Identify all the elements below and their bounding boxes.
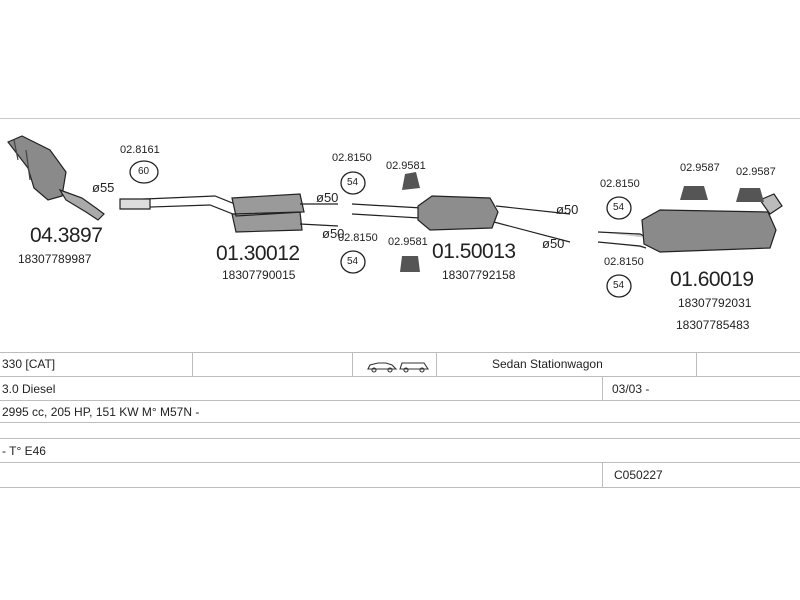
table-row bbox=[0, 422, 800, 439]
cat-diameter: ø55 bbox=[92, 180, 115, 195]
code-cell: C050227 bbox=[614, 468, 663, 482]
clamp-code: 02.8150 bbox=[332, 152, 372, 164]
table-row: C050227 bbox=[0, 462, 800, 488]
rear-inlet bbox=[597, 231, 649, 249]
front-pipe-diameter-top: ø50 bbox=[316, 190, 339, 205]
rear-oem-number-1: 18307792031 bbox=[678, 296, 752, 310]
middle-part-number: 01.50013 bbox=[432, 240, 516, 263]
clamp-code: 02.9581 bbox=[388, 236, 428, 248]
model-cell: 330 [CAT] bbox=[2, 357, 56, 371]
clamp-code: 02.9581 bbox=[386, 160, 426, 172]
column-divider bbox=[696, 353, 697, 377]
rear-tailpipe bbox=[759, 193, 783, 215]
rear-part-number: 01.60019 bbox=[670, 268, 754, 291]
middle-oem-number: 18307792158 bbox=[442, 268, 516, 282]
clamp-size: 54 bbox=[347, 177, 359, 188]
front-pipe-oem-number: 18307790015 bbox=[222, 268, 296, 282]
cat-oem-number: 18307789987 bbox=[18, 252, 92, 266]
rear-silencer bbox=[641, 209, 777, 253]
clamp-size: 54 bbox=[347, 256, 359, 267]
type-cell: - T° E46 bbox=[2, 444, 46, 458]
front-pipe-inlet bbox=[119, 198, 151, 210]
cat-part-number: 04.3897 bbox=[30, 224, 103, 247]
clamp-code: 02.8161 bbox=[120, 144, 160, 156]
top-border bbox=[0, 118, 800, 119]
body-types-cell: Sedan Stationwagon bbox=[492, 357, 603, 371]
clamp-size: 60 bbox=[138, 166, 150, 177]
middle-diameter-right-bottom: ø50 bbox=[542, 236, 565, 251]
column-divider bbox=[436, 353, 437, 377]
middle-silencer bbox=[417, 195, 499, 231]
rear-oem-number-2: 18307785483 bbox=[676, 318, 750, 332]
clamp-size: 54 bbox=[613, 280, 625, 291]
front-pipe-part-number: 01.30012 bbox=[216, 242, 300, 265]
exhaust-diagram bbox=[7, 135, 783, 298]
clamp-size: 54 bbox=[613, 202, 625, 213]
column-divider bbox=[192, 353, 193, 377]
table-row: 2995 cc, 205 HP, 151 KW M° M57N - bbox=[0, 400, 800, 423]
clamp-code: 02.9587 bbox=[736, 166, 776, 178]
middle-outlet bbox=[493, 205, 571, 243]
table-row: 330 [CAT] Sedan Stationwagon bbox=[0, 352, 800, 377]
column-divider bbox=[602, 463, 603, 487]
front-pipe-diameter-bottom: ø50 bbox=[322, 226, 345, 241]
front-resonators bbox=[231, 193, 305, 233]
column-divider bbox=[352, 353, 353, 377]
specs-cell: 2995 cc, 205 HP, 151 KW M° M57N - bbox=[2, 405, 200, 419]
table-row: 3.0 Diesel 03/03 - bbox=[0, 376, 800, 401]
clamp-code: 02.8150 bbox=[600, 178, 640, 190]
middle-inlet bbox=[351, 203, 429, 223]
clamp-code: 02.8150 bbox=[338, 232, 378, 244]
column-divider bbox=[602, 377, 603, 401]
date-cell: 03/03 - bbox=[612, 382, 650, 396]
catalytic-converter bbox=[7, 135, 67, 201]
clamp-code: 02.9587 bbox=[680, 162, 720, 174]
clamp-code: 02.8150 bbox=[604, 256, 644, 268]
cat-outlet-pipe bbox=[58, 188, 105, 221]
car-body-icon bbox=[366, 359, 430, 378]
engine-cell: 3.0 Diesel bbox=[2, 382, 56, 396]
middle-diameter-right-top: ø50 bbox=[556, 202, 579, 217]
front-pipe-right bbox=[299, 203, 339, 227]
table-row: - T° E46 bbox=[0, 438, 800, 463]
